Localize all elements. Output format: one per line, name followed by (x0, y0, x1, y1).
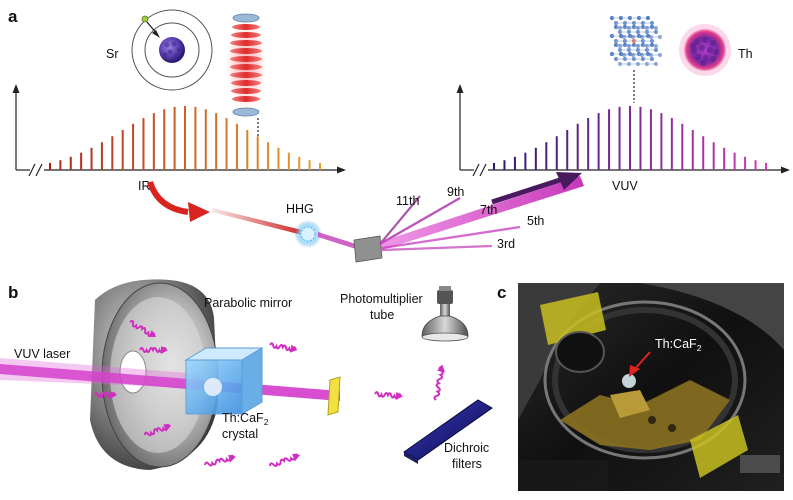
yellow-filter-photo-2 (690, 415, 748, 478)
lattice-atom (653, 47, 659, 53)
photon-icon (139, 346, 168, 354)
harmonic-9th: 9th (447, 185, 464, 199)
lattice-atom (649, 24, 655, 30)
panel-c-letter: c (497, 283, 506, 302)
panel-b-letter: b (8, 283, 18, 302)
lattice-atom (653, 61, 659, 67)
nucleon (699, 59, 707, 67)
nucleon (709, 39, 717, 47)
dichroic-label-2: filters (452, 457, 482, 471)
th-label: Th (738, 47, 753, 61)
lattice-atom (649, 20, 655, 26)
photon-icon (374, 391, 403, 400)
photo-setup (518, 283, 784, 491)
ir-label: IR (138, 179, 151, 193)
nucleon (689, 42, 697, 50)
grating-icon (353, 235, 383, 263)
yellow-filter-icon (327, 376, 341, 416)
nucleon (709, 55, 717, 63)
parabolic-mirror-icon (90, 279, 219, 470)
vuv-arrow (491, 172, 582, 205)
lattice-atom (645, 15, 651, 21)
hhg-label: HHG (286, 202, 314, 216)
crystal-label-2: crystal (222, 427, 258, 441)
panel-a-letter: a (8, 7, 18, 26)
optical-lattice-icon (226, 13, 266, 137)
hhg-output-beam (318, 232, 356, 249)
lattice-atom (649, 42, 655, 48)
crystal-lattice-icon (609, 15, 663, 67)
harmonic-beams (379, 176, 584, 252)
lattice-atom (649, 38, 655, 44)
harmonic-3rd: 3rd (497, 237, 515, 251)
th-caf2-crystal-icon (184, 347, 264, 415)
ir-comb-axes (12, 84, 346, 177)
vuv-comb-lines (493, 106, 767, 170)
harmonic-5th: 5th (527, 214, 544, 228)
photo-th-caf2-label: Th:CaF2 (655, 337, 702, 353)
sr-label: Sr (106, 47, 119, 61)
dichroic-filter-icon (403, 399, 493, 464)
nucleon (702, 54, 710, 62)
ir-comb-lines (49, 106, 321, 170)
pmt-label-1: Photomultiplier (340, 292, 423, 306)
photon-icon (204, 454, 236, 467)
ir-beam (212, 208, 306, 236)
th-caf2-photo-arrow (629, 351, 651, 377)
lattice-atom (653, 43, 659, 49)
nucleon (701, 36, 709, 44)
lattice-atom (653, 29, 659, 35)
parabolic-mirror-label: Parabolic mirror (204, 296, 292, 310)
yellow-filter-photo (540, 292, 606, 345)
photon-icon (269, 342, 298, 353)
sr-atom-icon (131, 9, 213, 91)
photon-icon (269, 453, 301, 467)
fluorescence-photons (94, 320, 445, 467)
nucleon (693, 38, 701, 46)
nucleon (712, 48, 720, 56)
vuv-comb-axes (456, 84, 790, 177)
photon-icon (129, 320, 156, 337)
lattice-atom (653, 25, 659, 31)
nucleon (694, 53, 702, 61)
crystal-label: Th:CaF2 (222, 411, 269, 427)
pmt-label-2: tube (370, 308, 394, 322)
lattice-atom (649, 56, 655, 62)
hhg-source-icon (294, 220, 322, 248)
dichroic-label-1: Dichroic (444, 441, 489, 455)
photon-icon (94, 391, 117, 399)
photon-icon (433, 364, 445, 401)
nucleon (698, 44, 706, 52)
photon-icon (144, 423, 172, 437)
vuv-laser-label: VUV laser (14, 347, 70, 361)
photomultiplier-tube-icon (421, 286, 469, 342)
vuv-label: VUV (612, 179, 638, 193)
th-nucleus-icon (679, 24, 731, 76)
lattice-atom (657, 34, 663, 40)
harmonic-7th: 7th (480, 203, 497, 217)
lattice-atom (657, 52, 663, 58)
ir-to-hhg-arrow (147, 180, 210, 222)
harmonic-11th: 11th (396, 194, 419, 208)
nucleon (706, 46, 714, 54)
